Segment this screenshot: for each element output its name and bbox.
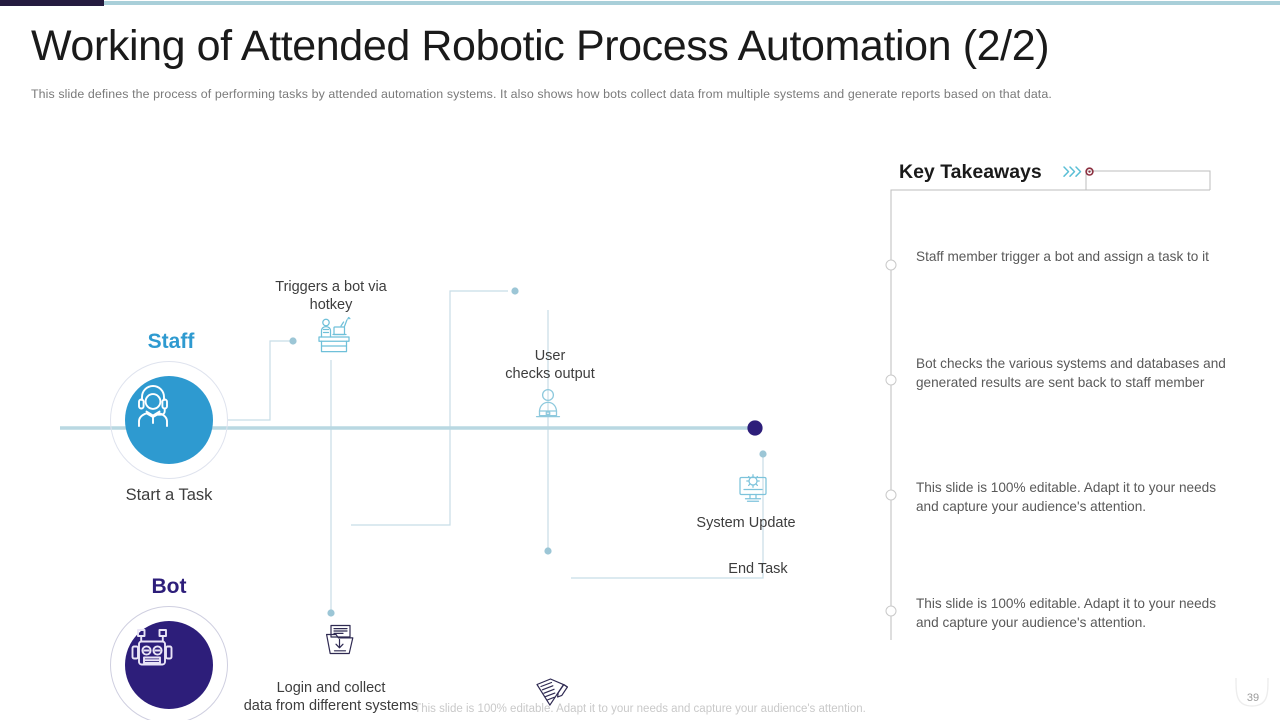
node-dot-perform: [544, 547, 552, 555]
takeaway-item-3: This slide is 100% editable. Adapt it to…: [916, 480, 1216, 514]
key-takeaways-panel: Key Takeaways Staff member trigger a bot…: [880, 150, 1280, 670]
takeaway-item-4: This slide is 100% editable. Adapt it to…: [916, 596, 1216, 630]
user-caption-line2: checks output: [505, 366, 595, 383]
headset-support-agent-icon: [138, 385, 168, 427]
staff-lane-label: Staff: [147, 330, 195, 353]
trigger-caption: Triggers a bot via hotkey: [241, 278, 421, 314]
accent-dot-icon: [1085, 167, 1094, 176]
trigger-caption-line2: hotkey: [309, 297, 353, 314]
connector-staff-to-trigger: [228, 340, 292, 421]
timeline-dot-1: [885, 259, 897, 271]
login-caption-line2: data from different systems: [243, 698, 419, 715]
login-collect-caption: Login and collect data from different sy…: [221, 679, 441, 715]
takeaway-item-2: Bot checks the various systems and datab…: [916, 356, 1226, 390]
page-number: 39: [1246, 692, 1260, 704]
node-dot-user: [511, 287, 519, 295]
page-number-badge: [1235, 678, 1269, 707]
node-dot-login: [327, 609, 335, 617]
staff-avatar-circle[interactable]: [125, 376, 213, 464]
timeline-dot-4: [885, 605, 897, 617]
top-accent-bar-light: [104, 1, 1280, 5]
robot-icon: [131, 629, 173, 666]
key-takeaways-title: Key Takeaways: [899, 161, 1042, 183]
takeaway-item-1: Staff member trigger a bot and assign a …: [916, 249, 1209, 264]
footer-note: This slide is 100% editable. Adapt it to…: [414, 703, 866, 715]
end-task-dot-icon: [747, 420, 763, 436]
connector-login-to-user: [351, 290, 508, 526]
node-dot-trigger: [289, 337, 297, 345]
login-caption-line1: Login and collect: [276, 680, 386, 696]
bot-avatar-circle[interactable]: [125, 621, 213, 709]
timeline-dot-2: [885, 374, 897, 386]
top-accent-bar-dark: [0, 0, 104, 6]
page-title: Working of Attended Robotic Process Auto…: [31, 22, 1050, 70]
top-accent-bar: [0, 0, 1280, 6]
user-checks-caption: User checks output: [470, 347, 630, 383]
bot-ring: [110, 606, 228, 720]
page-subtitle: This slide defines the process of perfor…: [31, 87, 1052, 101]
timeline-dot-3: [885, 489, 897, 501]
start-task-caption: Start a Task: [125, 486, 213, 504]
process-diagram: Staff Start a Task: [0, 120, 880, 720]
end-task-caption: End Task: [728, 561, 788, 577]
user-caption-line1: User: [534, 348, 566, 364]
chevrons-right-icon: [1063, 166, 1094, 177]
system-update-caption: System Update: [696, 515, 796, 531]
staff-ring: [110, 361, 228, 479]
takeaways-frame: [885, 170, 1211, 640]
bot-lane-label: Bot: [151, 575, 187, 598]
node-dot-end: [759, 450, 767, 458]
trigger-caption-line1: Triggers a bot via: [275, 279, 387, 295]
